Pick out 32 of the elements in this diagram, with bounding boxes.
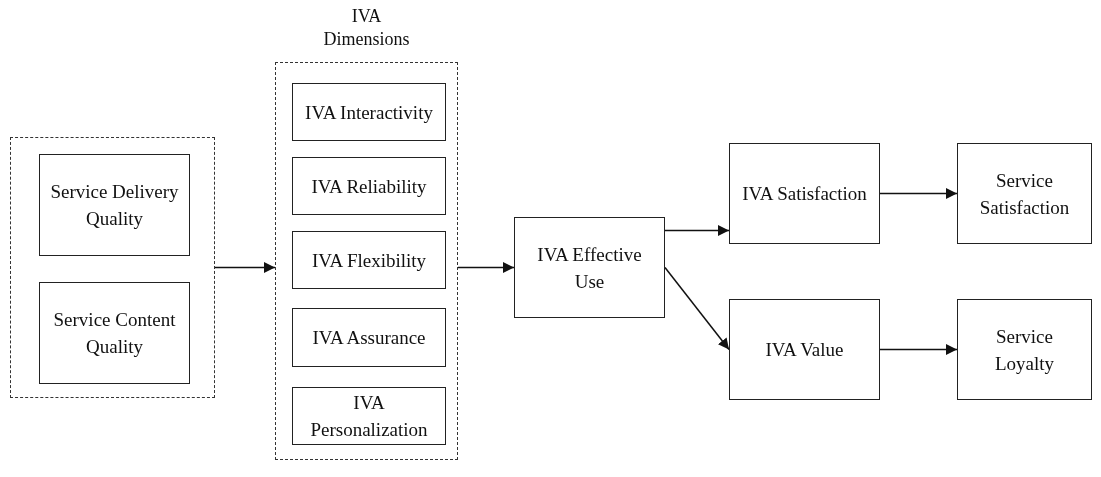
dashed-group-box — [10, 137, 215, 398]
group-heading: IVA Dimensions — [322, 5, 411, 51]
process-box — [292, 157, 446, 215]
box-label: Service Satisfaction — [978, 168, 1071, 220]
arrow — [879, 344, 958, 355]
process-box — [292, 83, 446, 141]
box-label: IVA Value — [765, 338, 844, 362]
box-label: Service Loyalty — [993, 324, 1056, 376]
box-label: IVA Interactivity — [305, 100, 433, 125]
process-box — [292, 231, 446, 289]
box-label: IVA Reliability — [311, 174, 427, 199]
process-box — [39, 154, 190, 256]
process-box — [957, 299, 1092, 400]
box-label: Service Content Quality — [52, 308, 177, 359]
arrow — [879, 188, 958, 199]
box-label: IVA Effective Use — [536, 242, 643, 294]
arrow — [457, 262, 515, 273]
process-box — [514, 217, 665, 318]
process-box — [729, 143, 880, 244]
process-box — [957, 143, 1092, 244]
box-label: IVA Personalization — [309, 391, 429, 442]
process-box — [729, 299, 880, 400]
box-label: IVA Assurance — [312, 326, 426, 350]
process-box — [39, 282, 190, 384]
arrow — [664, 266, 730, 351]
box-label: IVA Satisfaction — [742, 182, 867, 206]
box-label: Service Delivery Quality — [50, 180, 179, 231]
process-box — [292, 387, 446, 445]
box-label: IVA Flexibility — [311, 248, 427, 273]
process-box — [292, 308, 446, 367]
arrow — [214, 262, 276, 273]
arrow — [664, 225, 730, 236]
